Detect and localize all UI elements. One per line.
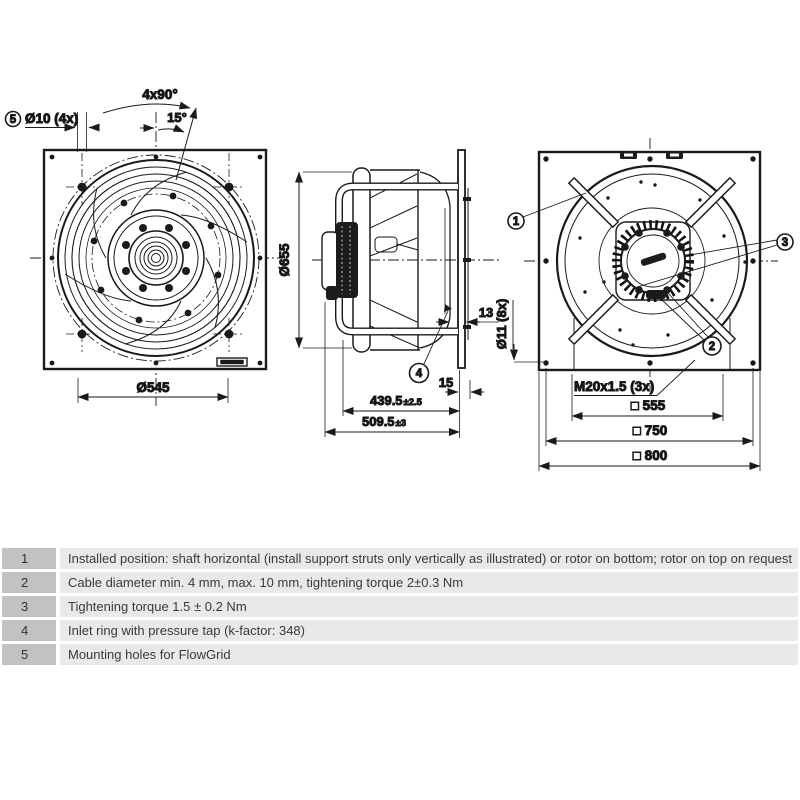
front-flowgrid-holes: [66, 153, 245, 352]
dim-depth-outer: [324, 302, 460, 437]
label-thread: M20x1.5 (3x): [574, 379, 654, 394]
label-rear-hole: Ø11 (8x): [494, 299, 509, 350]
callout-4: 4: [408, 304, 452, 384]
front-view: 4x90° 15° 5 Ø10 (4x) Ø545: [4, 87, 283, 406]
dim-impeller-dia: [77, 378, 229, 403]
label-offset: 15: [439, 375, 453, 390]
dim-offset: [445, 370, 484, 438]
dim-side-dia: [295, 171, 352, 349]
svg-text:2: 2: [709, 341, 715, 353]
svg-text:1: 1: [513, 216, 520, 228]
svg-text:4: 4: [416, 368, 423, 380]
note-number: 3: [2, 596, 56, 617]
fan-technical-drawing: 4x90° 15° 5 Ø10 (4x) Ø545: [4, 87, 794, 471]
dim-square-mid: [545, 368, 754, 446]
label-depth-outer: 509.5±3: [362, 414, 406, 429]
note-row-1: 1 Installed position: shaft horizontal (…: [2, 548, 798, 569]
label-impeller-dia: Ø545: [136, 380, 170, 395]
rear-plate-holes: [543, 156, 756, 366]
note-row-4: 4 Inlet ring with pressure tap (k-factor…: [2, 620, 798, 641]
callout-1: 1: [507, 192, 587, 230]
front-angle-construction: [102, 101, 198, 181]
note-row-3: 3 Tightening torque 1.5 ± 0.2 Nm: [2, 596, 798, 617]
note-row-2: 2 Cable diameter min. 4 mm, max. 10 mm, …: [2, 572, 798, 593]
rear-hole-label: [510, 300, 545, 363]
label-angle-pattern: 4x90°: [142, 87, 177, 102]
label-square-mid: □ 750: [633, 423, 667, 438]
label-depth-inner: 439.5±2.5: [370, 393, 423, 408]
svg-text:5: 5: [10, 114, 17, 126]
note-number: 1: [2, 548, 56, 569]
label-gap: 13: [479, 305, 493, 320]
callout-3: 3: [633, 233, 794, 289]
side-view: Ø655 13 15 439.5±2.5 509.5±3: [277, 149, 502, 438]
rear-motor: [612, 220, 694, 302]
note-text: Mounting holes for FlowGrid: [60, 644, 798, 665]
rear-support-struts: [567, 176, 737, 346]
front-bolt-dots: [90, 192, 222, 324]
front-impeller-circles: [52, 154, 260, 362]
dim-square-outer: [538, 372, 761, 471]
label-front-hole: Ø10 (4x): [25, 111, 78, 126]
side-wall-plate: [457, 149, 471, 369]
svg-text:3: 3: [782, 237, 788, 249]
front-hole-leader: [25, 112, 100, 152]
label-side-dia: Ø655: [277, 243, 292, 277]
rear-view: 1 3 2 Ø11 (8x) M20x1.5 (3x): [494, 138, 794, 471]
note-number: 4: [2, 620, 56, 641]
rear-cable-glands-top: [620, 151, 683, 159]
notes-table: 1 Installed position: shaft horizontal (…: [2, 548, 798, 668]
callout-2: 2: [659, 292, 722, 356]
label-angle-offset: 15°: [167, 110, 187, 125]
thread-leader: [574, 359, 696, 396]
note-text: Cable diameter min. 4 mm, max. 10 mm, ti…: [60, 572, 798, 593]
dim-square-inner: [571, 374, 724, 421]
note-number: 2: [2, 572, 56, 593]
side-motor: [321, 222, 358, 300]
note-text: Installed position: shaft horizontal (in…: [60, 548, 798, 569]
dim-depth-inner: [342, 340, 460, 416]
note-number: 5: [2, 644, 56, 665]
callout-5: 5: [4, 110, 22, 128]
note-text: Tightening torque 1.5 ± 0.2 Nm: [60, 596, 798, 617]
note-row-5: 5 Mounting holes for FlowGrid: [2, 644, 798, 665]
label-square-inner: □ 555: [631, 398, 666, 413]
label-square-outer: □ 800: [633, 448, 667, 463]
note-text: Inlet ring with pressure tap (k-factor: …: [60, 620, 798, 641]
front-nameplate: [216, 357, 248, 367]
